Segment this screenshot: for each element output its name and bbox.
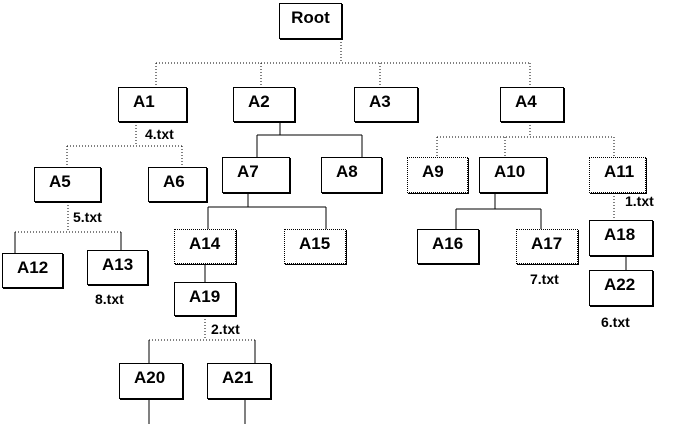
node-a1-label: A1 — [133, 92, 155, 111]
node-a15-label: A15 — [299, 234, 331, 253]
node-a17: A17 — [516, 229, 578, 264]
node-a22: A22 — [589, 270, 653, 306]
node-a3: A3 — [354, 87, 418, 122]
node-a13: A13 — [87, 250, 148, 285]
node-a6: A6 — [148, 167, 207, 202]
node-a10-label: A10 — [494, 162, 526, 181]
file-label-a11: 1.txt — [625, 193, 654, 209]
node-a20-label: A20 — [134, 368, 166, 387]
node-a5: A5 — [34, 167, 101, 202]
node-a1: A1 — [118, 87, 187, 122]
node-root-label: Root — [291, 8, 330, 27]
node-a11-label: A11 — [604, 162, 635, 181]
node-a4: A4 — [500, 87, 564, 122]
node-a16: A16 — [417, 229, 479, 264]
node-a5-label: A5 — [49, 172, 71, 191]
file-label-a17: 7.txt — [530, 271, 559, 287]
node-a8: A8 — [321, 157, 382, 193]
node-a7: A7 — [222, 157, 290, 193]
node-a18: A18 — [589, 220, 653, 256]
node-a8-label: A8 — [336, 162, 358, 181]
file-label-a19: 2.txt — [211, 321, 240, 337]
file-label-a22: 6.txt — [601, 314, 630, 330]
node-a21: A21 — [207, 363, 271, 399]
file-label-a5: 5.txt — [73, 209, 102, 225]
node-a16-label: A16 — [432, 234, 464, 253]
node-a10: A10 — [479, 157, 547, 193]
node-a12-label: A12 — [17, 258, 49, 277]
node-a21-label: A21 — [222, 368, 254, 387]
node-a20: A20 — [119, 363, 183, 399]
node-a9-label: A9 — [422, 162, 444, 181]
node-a3-label: A3 — [369, 92, 391, 111]
node-a19-label: A19 — [189, 287, 221, 306]
node-a6-label: A6 — [163, 172, 185, 191]
file-label-a13: 8.txt — [95, 291, 124, 307]
node-a2: A2 — [233, 87, 295, 122]
node-a12: A12 — [2, 253, 63, 288]
node-a9: A9 — [407, 157, 468, 193]
node-a22-label: A22 — [604, 275, 636, 294]
node-a14-label: A14 — [189, 234, 221, 253]
node-a14: A14 — [174, 229, 236, 264]
node-a18-label: A18 — [604, 225, 636, 244]
node-a19: A19 — [174, 282, 236, 316]
node-root: Root — [279, 3, 342, 39]
node-a4-label: A4 — [515, 92, 537, 111]
node-a7-label: A7 — [237, 162, 259, 181]
node-a15: A15 — [284, 229, 346, 264]
file-label-a1: 4.txt — [145, 126, 174, 142]
node-a2-label: A2 — [248, 92, 270, 111]
node-a17-label: A17 — [531, 234, 563, 253]
node-a13-label: A13 — [102, 255, 134, 274]
node-a11: A11 — [589, 157, 646, 193]
